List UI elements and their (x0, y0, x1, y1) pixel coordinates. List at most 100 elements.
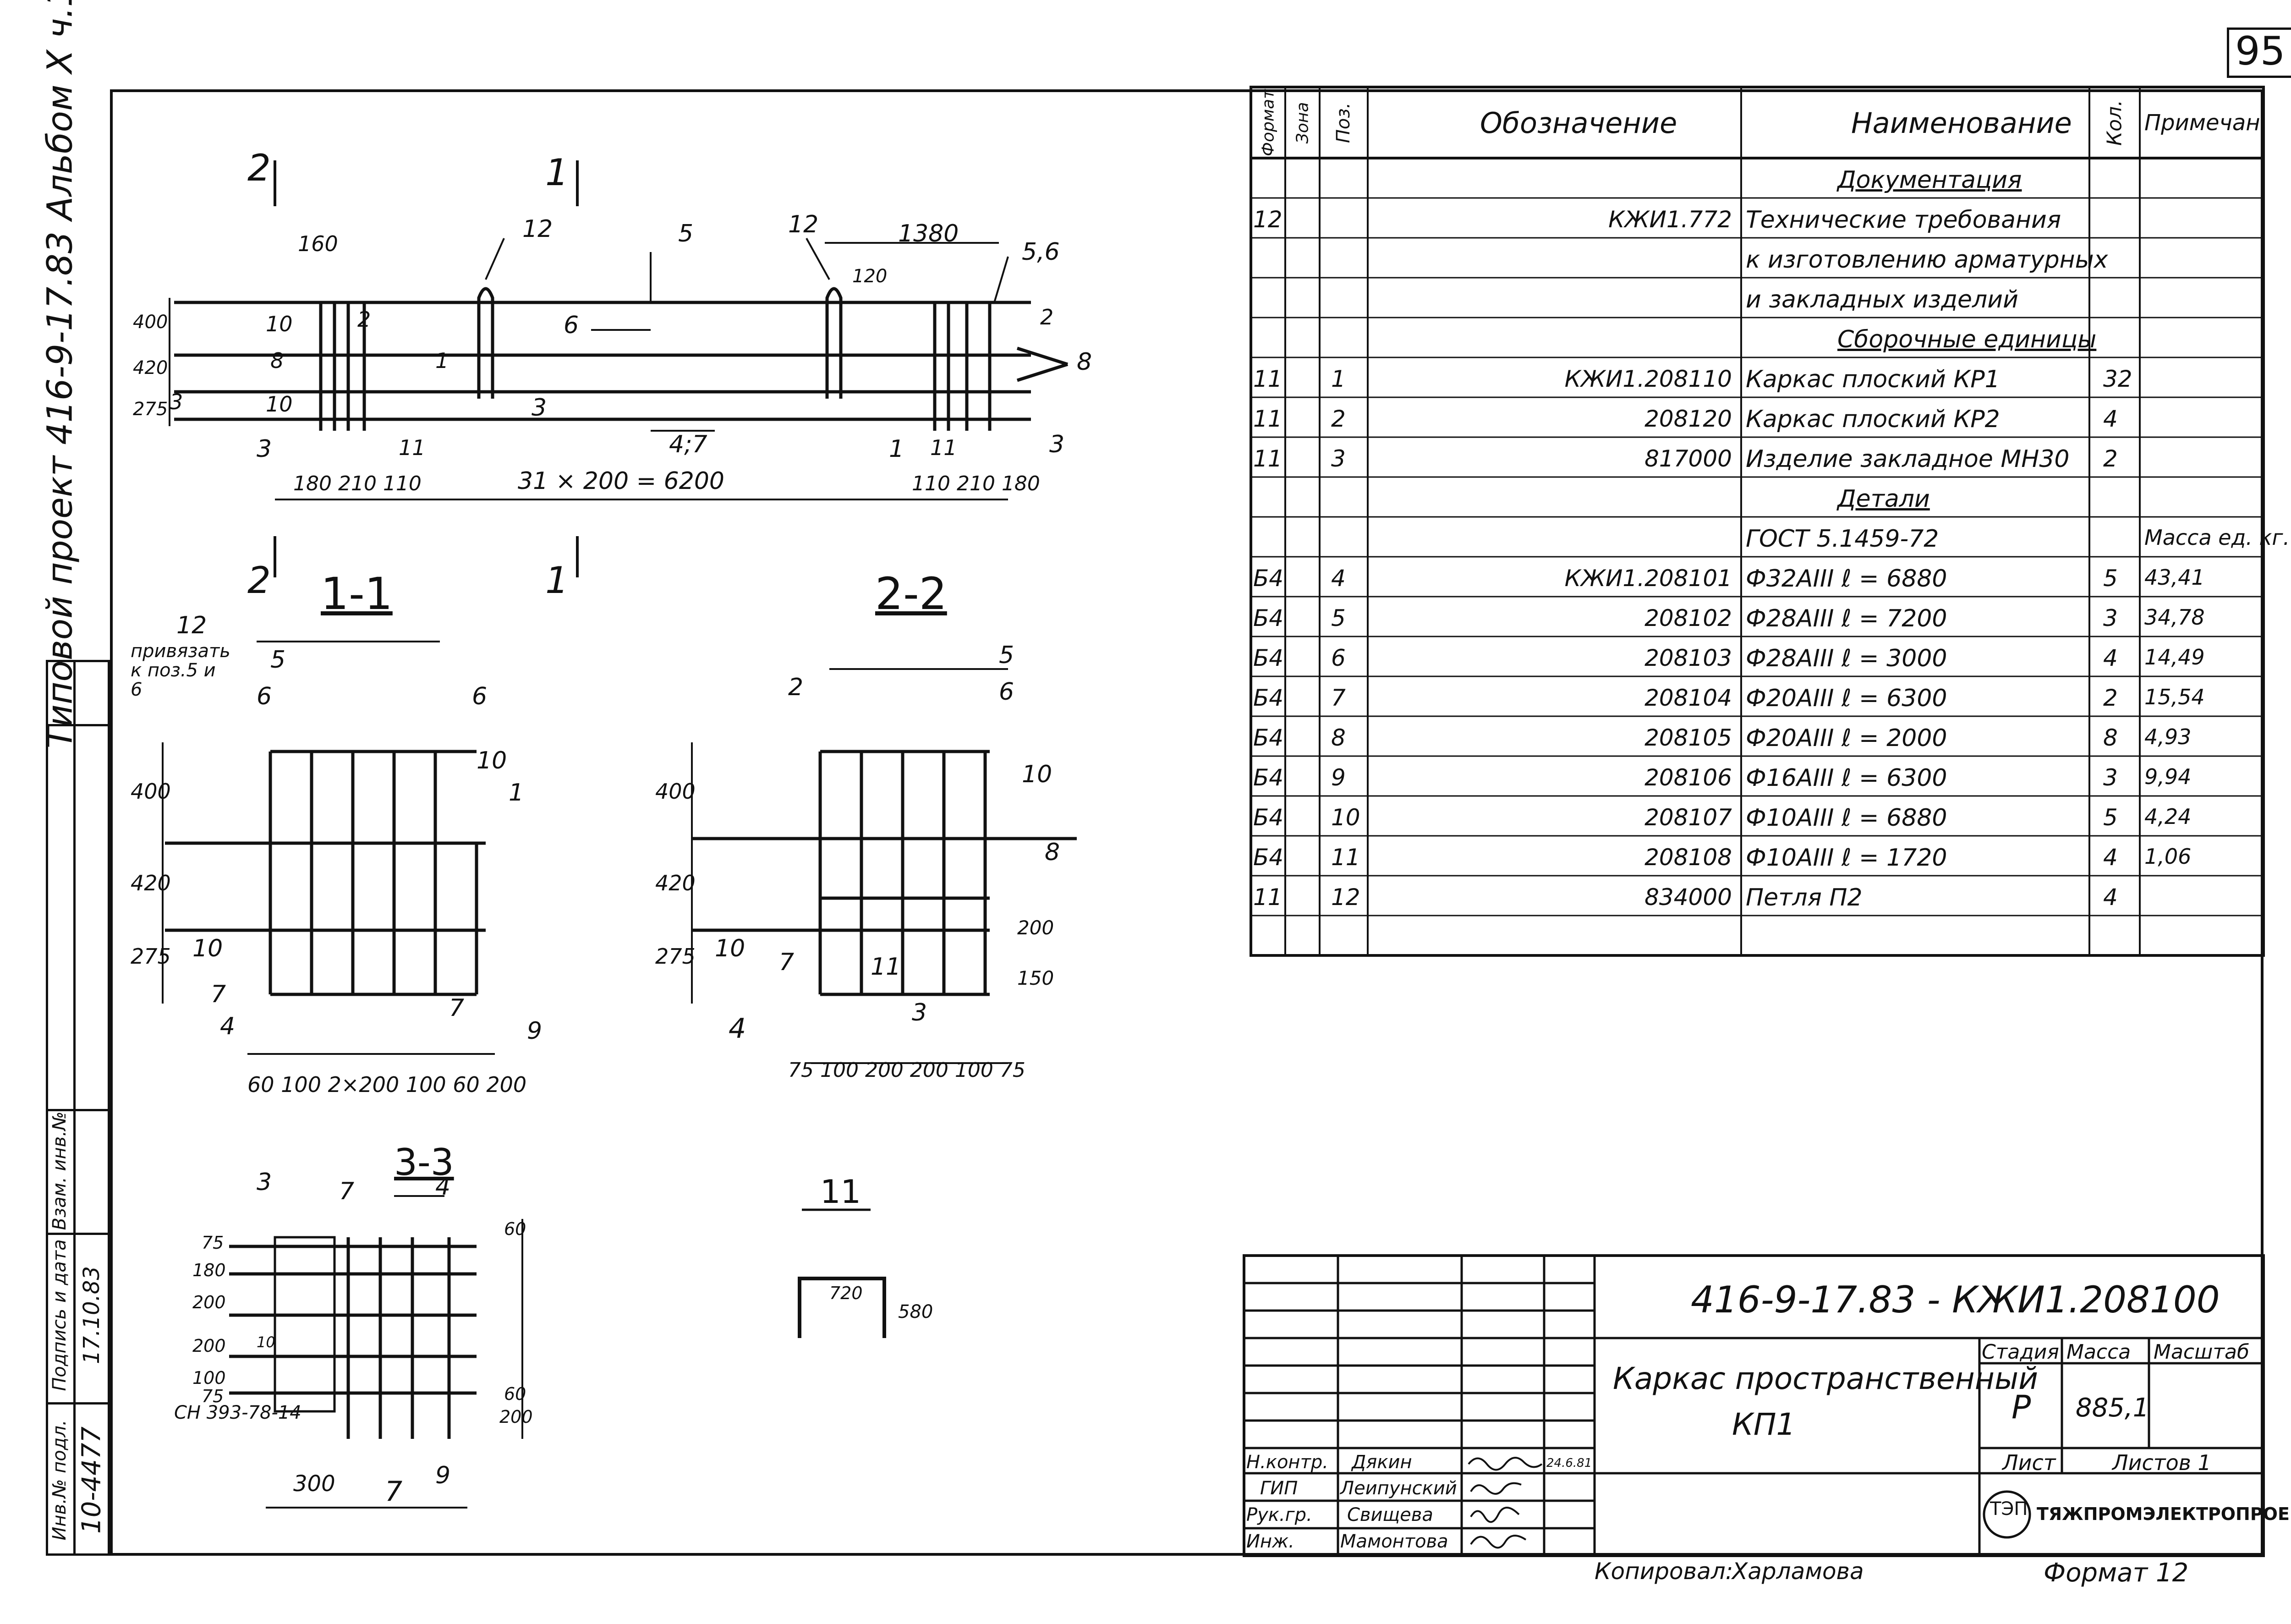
s11-dim-420: 420 (131, 871, 171, 895)
s11-callout-9: 9 (527, 1017, 543, 1045)
org-logo-letters: ТЭП (1990, 1498, 2028, 1520)
spec-cell-f: Б4 (1253, 844, 1284, 871)
spec-cell-m: Масса ед. кг. (2144, 525, 2290, 550)
spec-cell-p: 4 (1331, 565, 1346, 592)
spec-cell-p: 9 (1331, 764, 1346, 791)
signer-name-3: Мамонтова (1340, 1531, 1448, 1552)
spec-cell-q: 5 (2103, 565, 2118, 592)
s11-callout-10b: 10 (192, 935, 223, 962)
org-name: ТЯЖПРОМЭЛЕКТРОПРОЕКТ (2037, 1504, 2291, 1524)
spec-cell-n: к изготовлению арматурных (1746, 246, 2108, 274)
s11-callout-4: 4 (220, 1013, 236, 1040)
spec-cell-p: 2 (1331, 406, 1346, 432)
spec-cell-n: Ф16АIII ℓ = 6300 (1746, 764, 1947, 792)
signer-role-1: ГИП (1260, 1478, 1298, 1499)
spec-cell-n: ГОСТ 5.1459-72 (1746, 525, 1939, 553)
spec-cell-m: 4,93 (2144, 724, 2192, 749)
spec-cell-n: Ф32АIII ℓ = 6880 (1746, 565, 1947, 593)
signer-date-0: 24.6.81 (1546, 1456, 1592, 1470)
s33-callout-4: 4 (435, 1173, 451, 1201)
spec-cell-n: Детали (1837, 485, 1930, 513)
scale-label: Масштаб (2154, 1340, 2250, 1364)
side-strip-cut-3 (46, 1233, 110, 1235)
s33-dim-200b: 200 (192, 1336, 226, 1356)
spec-cell-q: 2 (2103, 685, 2118, 711)
dim-120: 120 (852, 266, 888, 287)
callout-3b: 3 (257, 435, 272, 463)
spec-cell-d: 208106 (1644, 764, 1732, 791)
s22-callout-11: 11 (871, 953, 901, 981)
spec-cell-d: 208104 (1644, 685, 1732, 711)
spec-cell-d: 208105 (1644, 724, 1732, 751)
spec-cell-f: Б4 (1253, 764, 1284, 791)
mark-1-top: 1 (545, 151, 569, 194)
spec-cell-p: 10 (1331, 804, 1360, 831)
spec-cell-n: Документация (1837, 166, 2022, 194)
s22-dim-275: 275 (655, 944, 696, 969)
spec-cell-d: 208103 (1644, 645, 1732, 671)
s33-dim-60b: 60 (504, 1384, 526, 1404)
s22-callout-10b: 10 (715, 935, 745, 962)
s11-dim-400: 400 (131, 779, 171, 804)
spec-cell-n: Сборочные единицы (1837, 326, 2097, 353)
s11-dims-h: 60 100 2×200 100 60 200 (247, 1072, 527, 1097)
section-2-2-title: 2-2 (875, 568, 947, 620)
callout-10a: 10 (266, 312, 293, 336)
spec-cell-d: КЖИ1.208101 (1564, 565, 1732, 592)
spec-cell-q: 5 (2103, 804, 2118, 831)
callout-3d: 3 (170, 390, 183, 414)
s11-callout-7a: 7 (211, 981, 226, 1008)
callout-5-6: 5,6 (1022, 238, 1060, 266)
section-1-1-note: привязать к поз.5 и 6 (131, 641, 230, 700)
s22-callout-6: 6 (999, 678, 1014, 706)
spec-cell-n: Технические требования (1746, 206, 2061, 234)
s22-callout-2: 2 (788, 674, 804, 701)
signer-name-0: Дякин (1352, 1452, 1412, 1473)
spec-cell-p: 6 (1331, 645, 1346, 671)
s22-callout-7: 7 (779, 949, 795, 976)
spec-cell-d: 208107 (1644, 804, 1732, 831)
copied-label: Копировал: (1595, 1558, 1733, 1585)
spec-cell-p: 8 (1331, 724, 1346, 751)
dim-160: 160 (298, 231, 338, 256)
spec-cell-d: КЖИ1.208110 (1564, 366, 1732, 392)
dim-275: 275 (133, 399, 168, 420)
spec-cell-q: 4 (2103, 844, 2118, 871)
spec-cell-f: 11 (1253, 406, 1283, 432)
sheet-label: Лист (2002, 1450, 2056, 1475)
page-number-box (2227, 27, 2291, 78)
copied-name: Харламова (1732, 1558, 1864, 1585)
spec-cell-f: Б4 (1253, 565, 1284, 592)
s11-callout-7b: 7 (449, 994, 465, 1022)
mark-2-top: 2 (247, 147, 271, 189)
callout-2b: 2 (1040, 305, 1054, 329)
spec-cell-m: 1,06 (2144, 844, 2192, 869)
spec-cell-f: 11 (1253, 445, 1283, 472)
spec-cell-m: 14,49 (2144, 645, 2205, 669)
spec-cell-p: 12 (1331, 884, 1360, 911)
dim-span: 31 × 200 = 6200 (518, 467, 725, 495)
spec-cell-q: 32 (2103, 366, 2132, 392)
spec-cell-q: 4 (2103, 406, 2118, 432)
spec-cell-f: 12 (1253, 206, 1283, 233)
s33-dim-180: 180 (192, 1260, 226, 1280)
spec-cell-m: 43,41 (2144, 565, 2205, 590)
s11-dim-275: 275 (131, 944, 171, 969)
spec-cell-n: Ф10АIII ℓ = 1720 (1746, 844, 1947, 872)
callout-12-left: 12 (522, 215, 553, 243)
callout-8a: 8 (270, 348, 284, 373)
s33-dim-75a: 75 (202, 1233, 224, 1253)
spec-hdr-designation: Обозначение (1480, 106, 1677, 140)
s33-dim-60a: 60 (504, 1219, 526, 1239)
s11-callout-6a: 6 (257, 683, 272, 710)
spec-cell-q: 4 (2103, 645, 2118, 671)
page-number: 95 (2235, 28, 2286, 74)
spec-hdr-note: Примечан. (2144, 110, 2267, 136)
s22-dim-200: 200 (1017, 916, 1054, 939)
s33-callout-9: 9 (435, 1462, 451, 1489)
s33-dim-200a: 200 (192, 1292, 226, 1312)
spec-cell-f: 11 (1253, 884, 1283, 911)
dim-bottom-left: 180 210 110 (293, 472, 422, 495)
s11-callout-1: 1 (509, 779, 524, 807)
